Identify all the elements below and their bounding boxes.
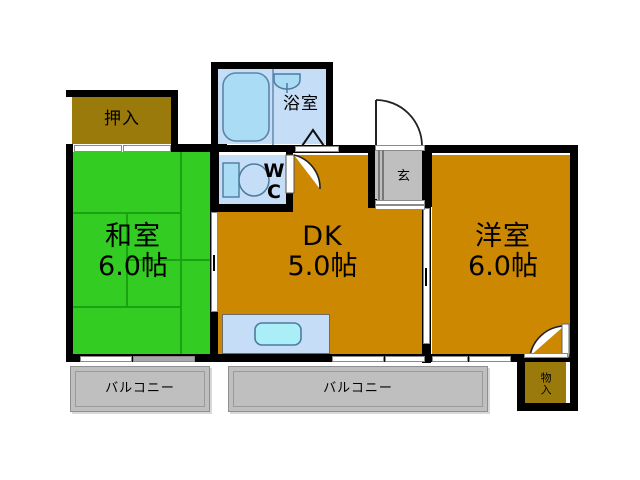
wash-basin-icon [273,73,301,93]
wall-washitsu-top [171,144,227,152]
wall-dk-bottom [210,354,432,362]
window-dk-right[interactable] [385,356,425,362]
balcony-inner-border [233,371,483,407]
room-washitsu-fill [72,152,212,354]
room-youshitsu-fill [432,155,572,355]
bath-tub-divider [272,69,274,145]
genkan-frame-line [378,150,380,200]
genkan-step-upper [375,200,425,205]
window-washitsu-right[interactable] [133,356,195,362]
door-entrance-threshold[interactable] [375,145,425,151]
wall-bath-left [211,62,218,152]
tatami-seam [126,259,212,261]
bathtub-icon [222,72,270,142]
door-monoire-threshold[interactable] [524,353,568,358]
door-entrance-swing[interactable] [373,98,437,150]
wall-genkan-left [368,145,375,207]
genkan-frame-line [382,150,384,200]
wall-exterior-top-right [424,145,578,153]
window-washitsu-left[interactable] [80,356,132,362]
genkan-step-lower [375,205,425,210]
toilet-bowl-icon [238,163,270,197]
balcony-left [70,366,210,412]
wall-genkan-bottom-nub [368,199,377,208]
wall-oshiire-top [66,90,178,97]
wall-oshiire-right [171,90,178,152]
door-oshiire-sliding-left[interactable] [74,145,122,152]
kitchen-sink-icon [254,322,302,346]
window-dk-left[interactable] [332,356,384,362]
door-washitsu-dk-handle [213,255,215,271]
wall-wc-bottom [211,204,293,212]
wall-wc-left [211,152,219,212]
wall-monoire-left [517,354,525,411]
wall-exterior-right [570,145,578,410]
door-bath-threshold[interactable] [295,146,339,152]
door-wc-swing[interactable] [285,154,322,197]
wall-exterior-left [66,144,73,362]
window-youshitsu-right[interactable] [469,356,511,362]
balcony-inner-border [75,371,205,407]
wall-bath-right [326,62,333,146]
door-bath-folding[interactable] [300,126,326,148]
wall-bath-top [211,62,333,69]
balcony-right [228,366,488,412]
tatami-seam [180,152,182,354]
door-dk-youshitsu-handle [425,268,427,286]
door-oshiire-sliding-right[interactable] [123,145,171,152]
wall-monoire-bottom [517,403,578,411]
space-monoire-fill [524,358,566,410]
wall-bath-bottom [211,145,301,152]
room-oshiire-fill [72,96,172,144]
window-youshitsu-left[interactable] [432,356,468,362]
